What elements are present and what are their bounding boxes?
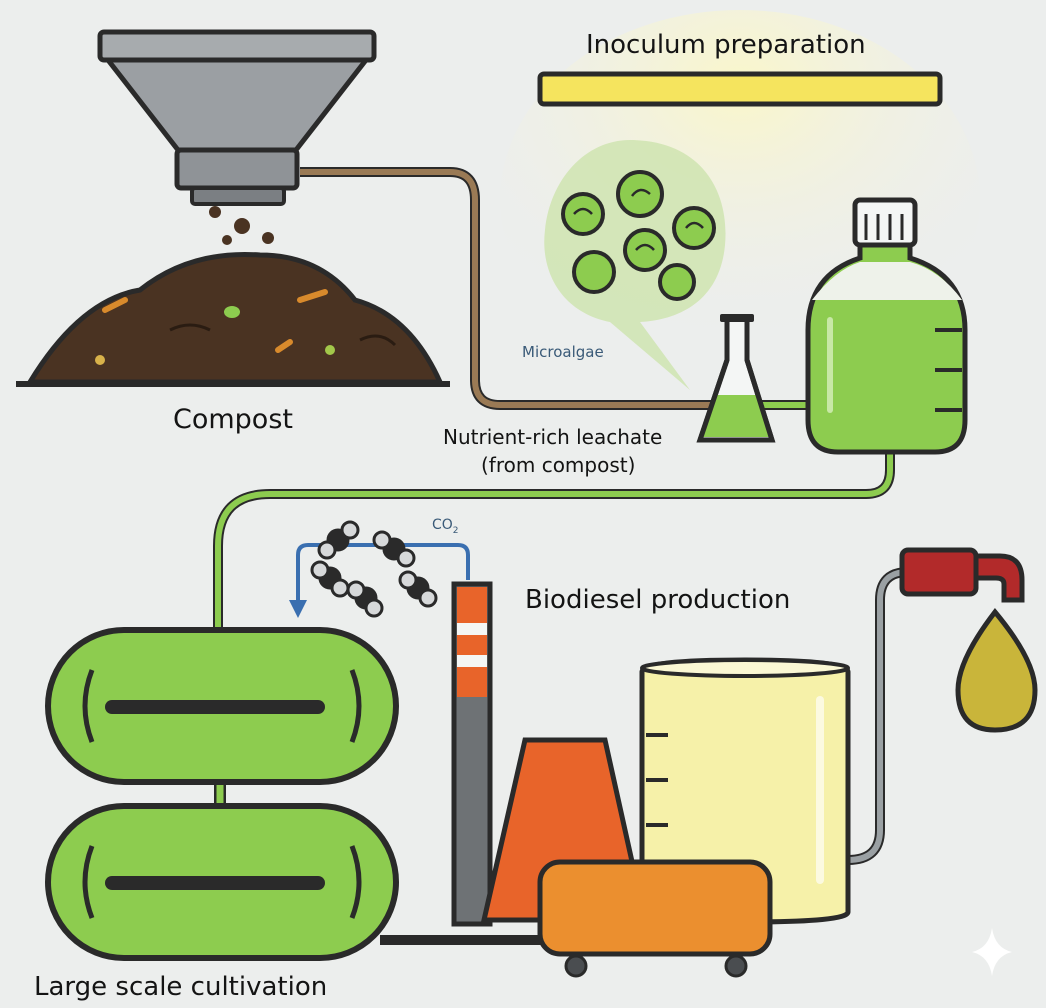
oil-drop-icon (955, 608, 1038, 733)
reactor-base-icon (537, 859, 773, 978)
microalgae-cell-icon (561, 170, 716, 301)
leachate-pipe-fill (300, 169, 715, 408)
label-co2-main: CO (432, 517, 453, 533)
flask-icon (696, 314, 776, 443)
grow-lamp-icon (537, 71, 943, 107)
label-microalgae: Microalgae (522, 343, 604, 361)
culture-pipe-fill (215, 450, 893, 630)
label-compost: Compost (173, 404, 293, 435)
storage-tank-icon (639, 657, 851, 925)
label-biodiesel-production: Biodiesel production (525, 585, 791, 615)
label-co2-subscript: 2 (452, 525, 459, 536)
microalgae-bubble (544, 140, 726, 390)
fuel-tap-icon (899, 547, 1025, 603)
label-large-scale-cultivation: Large scale cultivation (34, 972, 328, 1002)
label-inoculum-preparation: Inoculum preparation (586, 30, 866, 60)
sparkle-icon (972, 928, 1012, 976)
label-co2: CO2 (432, 517, 459, 536)
fuel-pipe-fill (847, 569, 909, 863)
co2-arrowhead-icon (289, 600, 307, 618)
label-leachate: Nutrient-rich leachate (443, 425, 663, 449)
chimney-icon (451, 581, 493, 927)
photobioreactor-icon (45, 627, 399, 961)
label-leachate-source: (from compost) (481, 453, 636, 477)
hopper-icon (97, 29, 377, 245)
culture-bottle-icon (805, 197, 968, 455)
co2-molecule-icon (310, 520, 438, 618)
compost-pile-icon (16, 251, 450, 387)
